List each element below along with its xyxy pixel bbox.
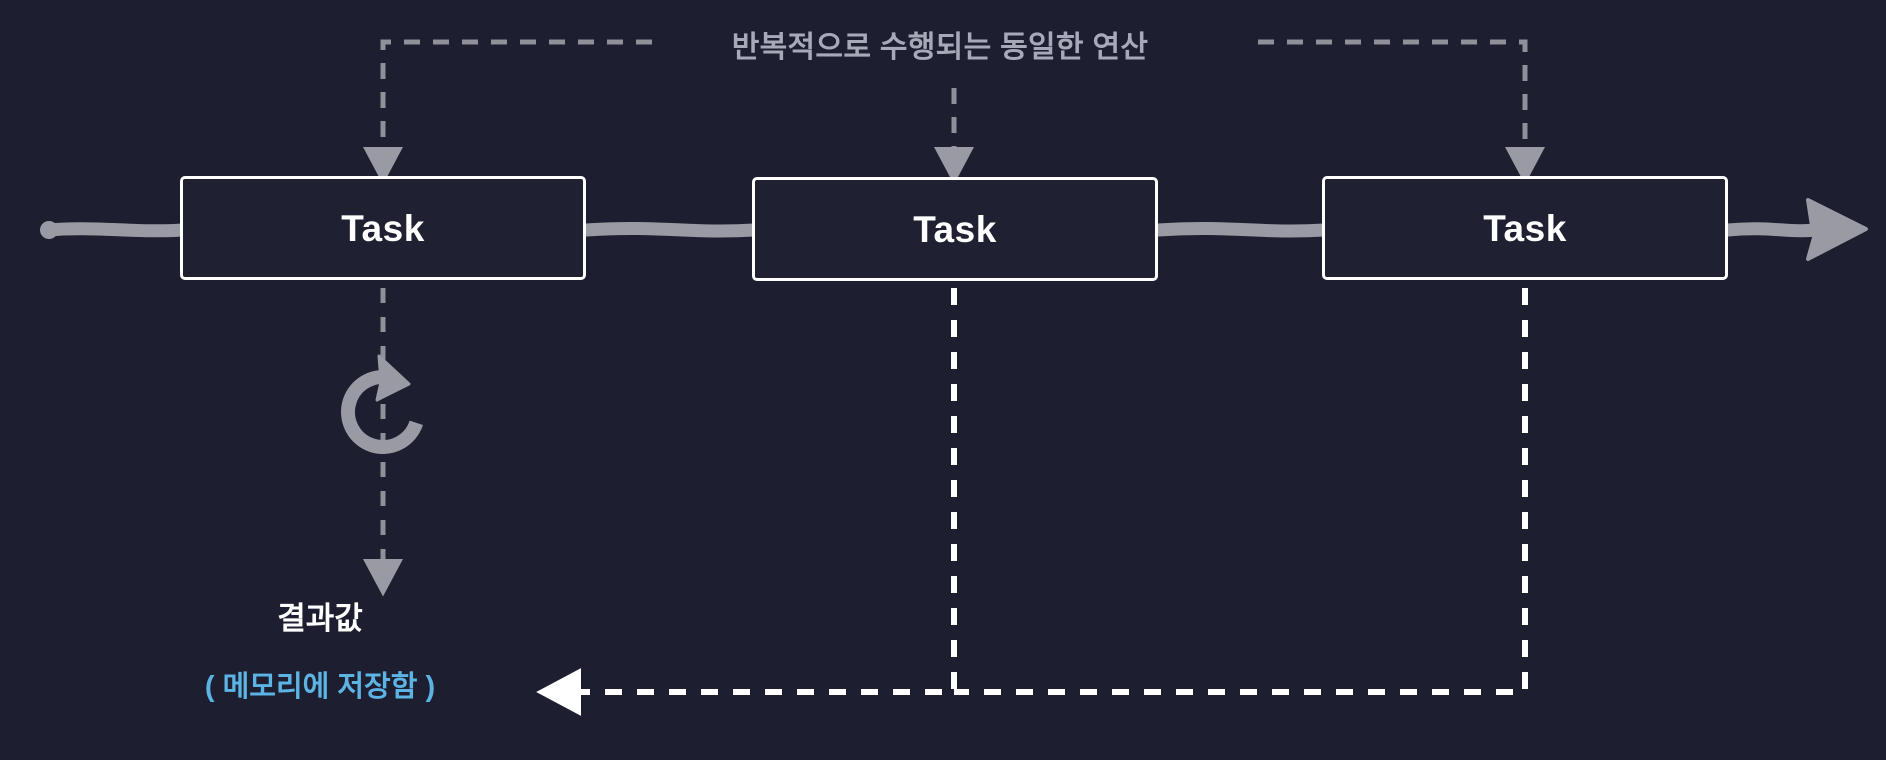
- flow-segment-start-to-task1: [42, 222, 189, 238]
- task3-to-memory-connector: [954, 288, 1528, 695]
- repeat-loop-icon: [341, 354, 423, 454]
- memory-store-label: ( 메모리에 저장함 ): [204, 671, 436, 703]
- flow-line-group: [40, 198, 1868, 261]
- caption-to-task3-connector: [1258, 39, 1545, 185]
- task-box-2[interactable]: Task: [752, 177, 1158, 281]
- task2-to-memory-connector: [536, 288, 957, 716]
- diagram-caption-title: 반복적으로 수행되는 동일한 연산: [731, 31, 1149, 64]
- flow-segment-task3-to-end: [1721, 222, 1822, 238]
- result-value-label: 결과값: [277, 601, 363, 636]
- flow-arrow-right-icon: [1806, 198, 1868, 261]
- flow-segment-task1-to-task2: [579, 221, 761, 238]
- flow-segment-task2-to-task3: [1151, 221, 1331, 238]
- dashed-line-caption-left: [363, 39, 652, 185]
- dashed-line-task2-to-memory: [536, 288, 957, 716]
- task-box-1-label: Task: [341, 207, 425, 249]
- task-box-2-label: Task: [913, 208, 997, 250]
- task-box-3-label: Task: [1483, 207, 1567, 249]
- task-box-3[interactable]: Task: [1322, 176, 1728, 280]
- caption-to-task1-connector: [363, 39, 652, 185]
- task-box-1[interactable]: Task: [180, 176, 586, 280]
- dashed-line-caption-right: [1258, 39, 1545, 185]
- dashed-line-task3-to-memory: [954, 288, 1528, 695]
